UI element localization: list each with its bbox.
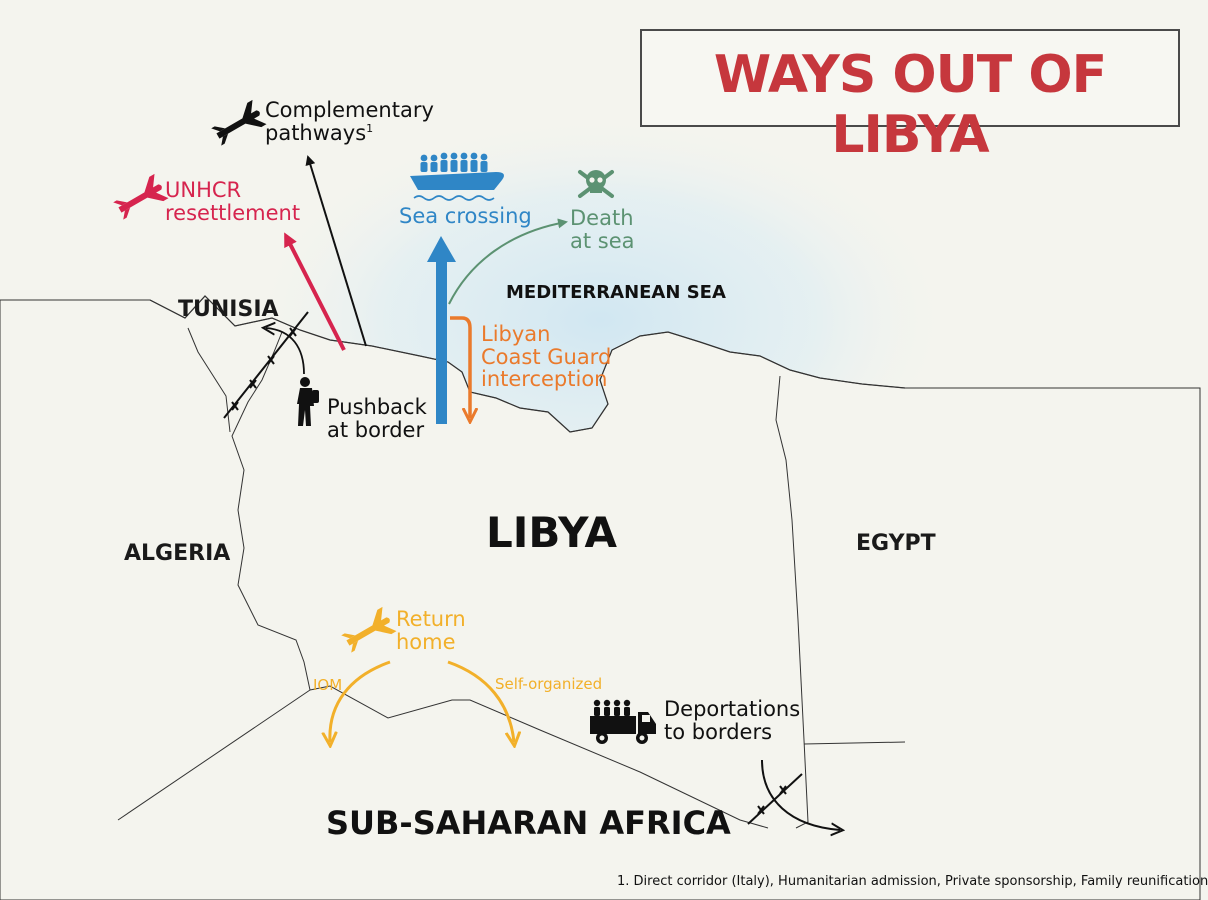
libya-south-border [309,685,769,829]
boat-waves [413,195,495,201]
barbed-wire-tunisia [223,311,309,419]
death-at-sea-arrow [448,218,568,305]
deportation-arrow [761,759,840,830]
label-egypt: EGYPT [856,531,936,556]
truck-passengers [593,699,631,716]
egypt-sudan-border [803,741,906,745]
footnote: 1. Direct corridor (Italy), Humanitarian… [617,874,1208,889]
label-libya: LIBYA [486,508,618,557]
airplane-icon-complementary [211,99,267,146]
pushback-arrow [266,328,305,375]
label-self-organized: Self-organized [495,675,603,693]
label-complementary-pathways: Complementary pathways1 [265,98,434,145]
return-iom-arrow [330,660,391,742]
label-tunisia: TUNISIA [178,297,279,322]
map-title: WAYS OUT OF LIBYA [713,45,1107,165]
coastline [149,295,906,433]
label-mediterranean-sea: MEDITERRANEAN SEA [506,282,726,303]
sea-crossing-arrow-shaft [436,256,447,424]
niger-algeria-border [117,689,311,821]
sea-crossing-arrow-head [427,236,456,262]
coast-guard-arrow [450,316,470,418]
algeria-libya-border [231,331,311,691]
unhcr-resettlement-arrow [284,232,346,351]
label-deportations-to-borders: Deportations to borders [664,697,801,744]
return-self-organized-arrow [447,660,514,742]
title-box: WAYS OUT OF LIBYA [640,29,1180,165]
label-death-at-sea: Death at sea [570,206,635,253]
barbed-wire-south [747,773,803,825]
label-pushback-at-border: Pushback at border [327,395,427,442]
label-coast-guard-interception: Libyan Coast Guard interception [481,322,612,392]
label-return-home: Return home [396,607,466,654]
truck-icon [590,699,656,744]
boat-passengers [420,152,488,172]
label-unhcr-resettlement: UNHCR resettlement [165,178,301,225]
label-sub-saharan-africa: SUB-SAHARAN AFRICA [326,804,731,842]
label-iom: IOM [313,676,343,694]
airplane-icon-return [341,606,397,653]
boat-icon [410,152,504,201]
airplane-icon-unhcr [113,173,169,220]
libya-egypt-border [775,375,809,829]
person-walking-icon [297,377,319,426]
country-borders [117,327,906,829]
footnote-ref: 1 [366,121,374,135]
algeria-tunisia-border [187,327,231,433]
label-sea-crossing: Sea crossing [399,204,532,228]
skull-crossbones-icon [578,170,614,198]
label-algeria: ALGERIA [124,541,231,566]
complementary-pathways-arrow [305,155,367,347]
